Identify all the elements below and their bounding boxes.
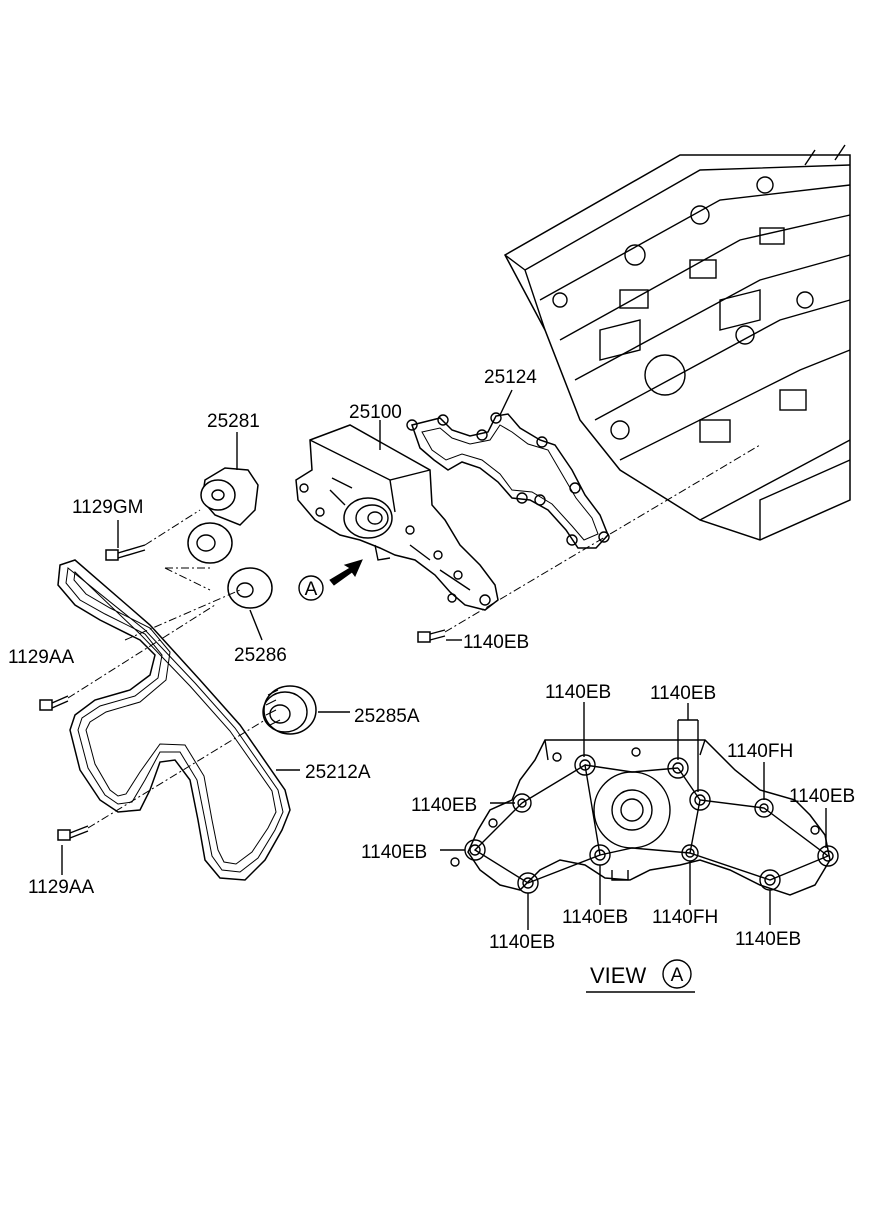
view-label-eb-top-right: 1140EB [650, 683, 716, 704]
view-label-eb-right: 1140EB [789, 786, 855, 807]
view-title: VIEW [590, 963, 646, 988]
tensioner-25281 [200, 467, 259, 526]
view-label-fh-bottom: 1140FH [652, 907, 718, 928]
idler-pulley-25286 [227, 567, 273, 609]
view-label-eb-bottom-mid: 1140EB [562, 907, 628, 928]
label-1129AA-bottom: 1129AA [28, 877, 95, 898]
label-25100: 25100 [349, 402, 402, 423]
bolt-1129AA-top [39, 695, 69, 711]
label-1140EB-bolt: 1140EB [463, 632, 529, 653]
view-label-eb-bottom-right: 1140EB [735, 929, 801, 950]
water-pump-25100 [295, 424, 499, 611]
belt-25212A [57, 559, 291, 881]
bolt-1129AA-bottom [57, 825, 89, 841]
bolt-1140EB [417, 629, 446, 643]
label-25281: 25281 [207, 411, 260, 432]
view-arrow [298, 559, 363, 601]
view-letter-circle [662, 959, 692, 989]
label-25285A: 25285A [354, 706, 420, 727]
label-1129AA-top: 1129AA [8, 647, 75, 668]
bolt-1129GM [105, 544, 146, 561]
label-25286: 25286 [234, 645, 287, 666]
view-label-eb-top-left: 1140EB [545, 682, 611, 703]
engine-block [503, 144, 851, 541]
view-label-eb-left-upper: 1140EB [411, 795, 477, 816]
pulley-25285A [262, 685, 317, 735]
view-letter: A [671, 965, 684, 986]
arrow-callout-letter: A [305, 579, 318, 600]
view-label-fh-right: 1140FH [727, 741, 793, 762]
gasket-25124 [406, 412, 610, 549]
label-25124: 25124 [484, 367, 537, 388]
label-25212A: 25212A [305, 762, 371, 783]
idler-pulley [187, 522, 233, 564]
leader-lines [61, 389, 761, 875]
view-a-pump-housing [450, 739, 839, 896]
view-label-eb-bottom-left: 1140EB [489, 932, 555, 953]
view-a-leaders [440, 702, 827, 930]
label-1129GM: 1129GM [72, 497, 143, 518]
view-label-eb-left-lower: 1140EB [361, 842, 427, 863]
